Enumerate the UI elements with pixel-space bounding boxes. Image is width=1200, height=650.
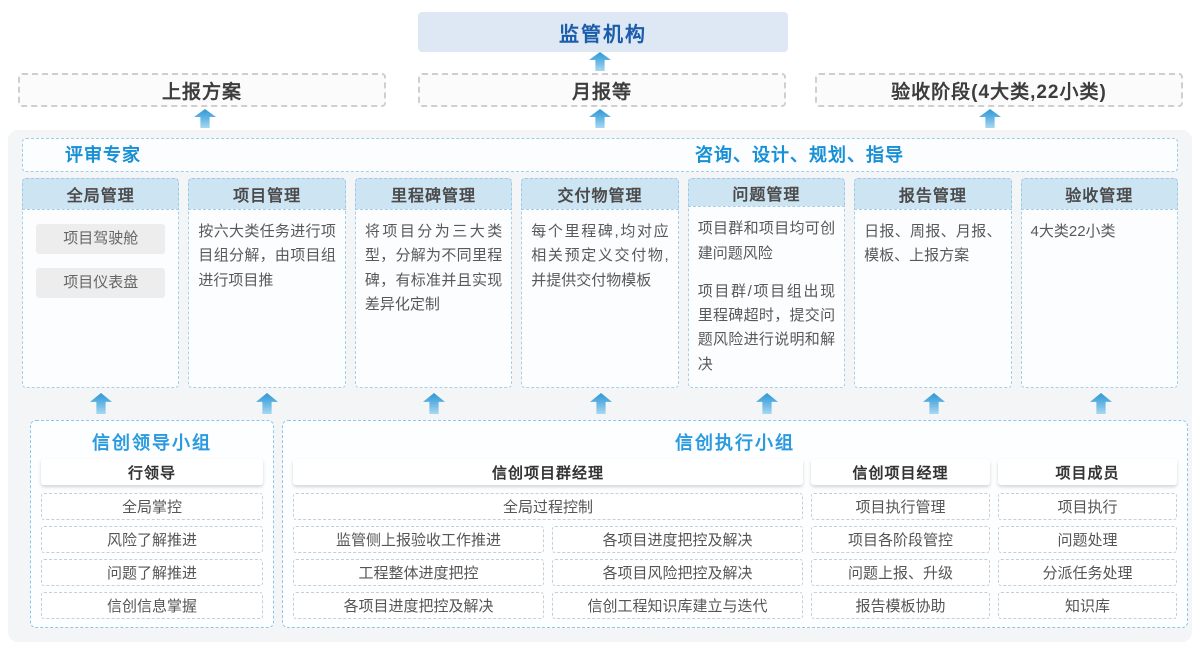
leadership-group-title: 信创领导小组 [92, 433, 212, 453]
list-item: 知识库 [998, 592, 1177, 619]
column-body: 项目驾驶舱 项目仪表盘 [22, 209, 180, 388]
experts-strip: 评审专家 咨询、设计、规划、指导 [22, 138, 1178, 172]
list-item: 工程整体进度把控 [293, 559, 544, 586]
list-item: 各项目进度把控及解决 [552, 526, 803, 553]
arrow-up-icon [589, 52, 611, 71]
item-pair: 监管侧上报验收工作推进 各项目进度把控及解决 [293, 526, 803, 559]
list-item: 报告模板协助 [811, 592, 990, 619]
column-body: 每个里程碑,均对应相关预定义交付物,并提供交付物模板 [521, 209, 679, 388]
list-item: 项目执行管理 [811, 493, 990, 520]
project-cockpit-chip: 项目驾驶舱 [36, 224, 166, 254]
review-experts-title: 评审专家 [65, 145, 141, 165]
column-acceptance-management: 验收管理 4大类22小类 [1020, 178, 1178, 388]
leadership-group: 信创领导小组 行领导 全局掌控 风险了解推进 问题了解推进 信创信息掌握 [30, 420, 274, 628]
list-item: 全局掌控 [41, 493, 263, 520]
arrow-up-icon [979, 109, 1001, 128]
list-item: 问题处理 [998, 526, 1177, 553]
execution-group-columns: 信创项目群经理 全局过程控制 监管侧上报验收工作推进 各项目进度把控及解决 工程… [293, 459, 1177, 625]
list-item: 各项目进度把控及解决 [293, 592, 544, 619]
arrow-up-icon [590, 393, 612, 414]
column-text: 项目群和项目均可创建问题风险 [697, 220, 836, 262]
column-text: 按六大类任务进行项目组分解，由项目组进行项目推 [198, 223, 336, 289]
program-manager-role-header: 信创项目群经理 [293, 459, 803, 485]
column-header: 报告管理 [854, 178, 1012, 209]
bank-leader-role-header: 行领导 [41, 459, 263, 485]
project-manager-role-header: 信创项目经理 [811, 459, 990, 485]
arrow-up-icon [756, 393, 778, 414]
regulator-label: 监管机构 [559, 23, 647, 46]
arrow-up-icon [589, 109, 611, 128]
column-text: 4大类22小类 [1030, 223, 1116, 240]
list-item: 信创信息掌握 [41, 592, 263, 619]
main-panel: 评审专家 咨询、设计、规划、指导 全局管理 项目驾驶舱 项目仪表盘 项目管理 按… [8, 130, 1192, 642]
report-plan-label: 上报方案 [161, 81, 242, 103]
column-body: 日报、周报、月报、模板、上报方案 [854, 209, 1012, 388]
list-item: 问题了解推进 [41, 559, 263, 586]
project-member-role-header: 项目成员 [998, 459, 1177, 485]
project-manager-column: 信创项目经理 项目执行管理 项目各阶段管控 问题上报、升级 报告模板协助 [811, 459, 990, 625]
acceptance-phase-box: 验收阶段(4大类,22小类) [815, 73, 1183, 107]
column-body: 按六大类任务进行项目组分解，由项目组进行项目推 [188, 209, 346, 388]
consulting-title: 咨询、设计、规划、指导 [695, 145, 904, 165]
column-body: 4大类22小类 [1020, 209, 1178, 388]
management-columns: 全局管理 项目驾驶舱 项目仪表盘 项目管理 按六大类任务进行项目组分解，由项目组… [22, 178, 1178, 388]
column-milestone-management: 里程碑管理 将项目分为三大类型，分解为不同里程碑，有标准并且实现差异化定制 [354, 178, 513, 388]
column-issue-management: 问题管理 项目群和项目均可创建问题风险 项目群/项目组出现里程碑超时，提交问题风… [687, 178, 846, 388]
column-deliverable-management: 交付物管理 每个里程碑,均对应相关预定义交付物,并提供交付物模板 [521, 178, 679, 388]
column-report-management: 报告管理 日报、周报、月报、模板、上报方案 [854, 178, 1012, 388]
regulator-box: 监管机构 [418, 12, 788, 52]
monthly-report-box: 月报等 [418, 73, 786, 107]
column-text: 每个里程碑,均对应相关预定义交付物,并提供交付物模板 [531, 223, 669, 289]
program-manager-column: 信创项目群经理 全局过程控制 监管侧上报验收工作推进 各项目进度把控及解决 工程… [293, 459, 803, 625]
arrow-up-icon [90, 393, 112, 414]
execution-group: 信创执行小组 信创项目群经理 全局过程控制 监管侧上报验收工作推进 各项目进度把… [282, 420, 1188, 628]
column-body: 将项目分为三大类型，分解为不同里程碑，有标准并且实现差异化定制 [354, 209, 513, 388]
column-header: 全局管理 [22, 178, 180, 209]
execution-group-title: 信创执行小组 [675, 433, 795, 453]
item-pair: 各项目进度把控及解决 信创工程知识库建立与迭代 [293, 592, 803, 625]
item-pair: 工程整体进度把控 各项目风险把控及解决 [293, 559, 803, 592]
arrow-up-icon [423, 393, 445, 414]
list-item: 各项目风险把控及解决 [552, 559, 803, 586]
project-dashboard-chip: 项目仪表盘 [36, 268, 166, 298]
column-text: 日报、周报、月报、模板、上报方案 [864, 223, 1002, 265]
list-item: 全局过程控制 [293, 493, 803, 520]
list-item: 问题上报、升级 [811, 559, 990, 586]
monthly-report-label: 月报等 [571, 81, 632, 103]
acceptance-phase-label: 验收阶段(4大类,22小类) [891, 81, 1107, 103]
column-body: 项目群和项目均可创建问题风险 项目群/项目组出现里程碑超时，提交问题风险进行说明… [687, 206, 846, 388]
list-item: 风险了解推进 [41, 526, 263, 553]
list-item: 监管侧上报验收工作推进 [293, 526, 544, 553]
arrow-up-icon [256, 393, 278, 414]
column-header: 里程碑管理 [354, 178, 513, 209]
column-text: 项目群/项目组出现里程碑超时，提交问题风险进行说明和解决 [697, 282, 836, 373]
project-member-column: 项目成员 项目执行 问题处理 分派任务处理 知识库 [998, 459, 1177, 625]
column-project-management: 项目管理 按六大类任务进行项目组分解，由项目组进行项目推 [188, 178, 346, 388]
list-item: 分派任务处理 [998, 559, 1177, 586]
column-header: 项目管理 [188, 178, 346, 209]
column-header: 验收管理 [1020, 178, 1178, 209]
column-header: 问题管理 [687, 178, 846, 207]
arrow-up-icon [923, 393, 945, 414]
column-header: 交付物管理 [521, 178, 679, 209]
list-item: 信创工程知识库建立与迭代 [552, 592, 803, 619]
arrow-up-icon [194, 109, 216, 128]
column-text: 将项目分为三大类型，分解为不同里程碑，有标准并且实现差异化定制 [364, 223, 503, 313]
list-item: 项目执行 [998, 493, 1177, 520]
column-global-management: 全局管理 项目驾驶舱 项目仪表盘 [22, 178, 180, 388]
arrow-up-icon [1090, 393, 1112, 414]
report-plan-box: 上报方案 [18, 73, 386, 107]
list-item: 项目各阶段管控 [811, 526, 990, 553]
